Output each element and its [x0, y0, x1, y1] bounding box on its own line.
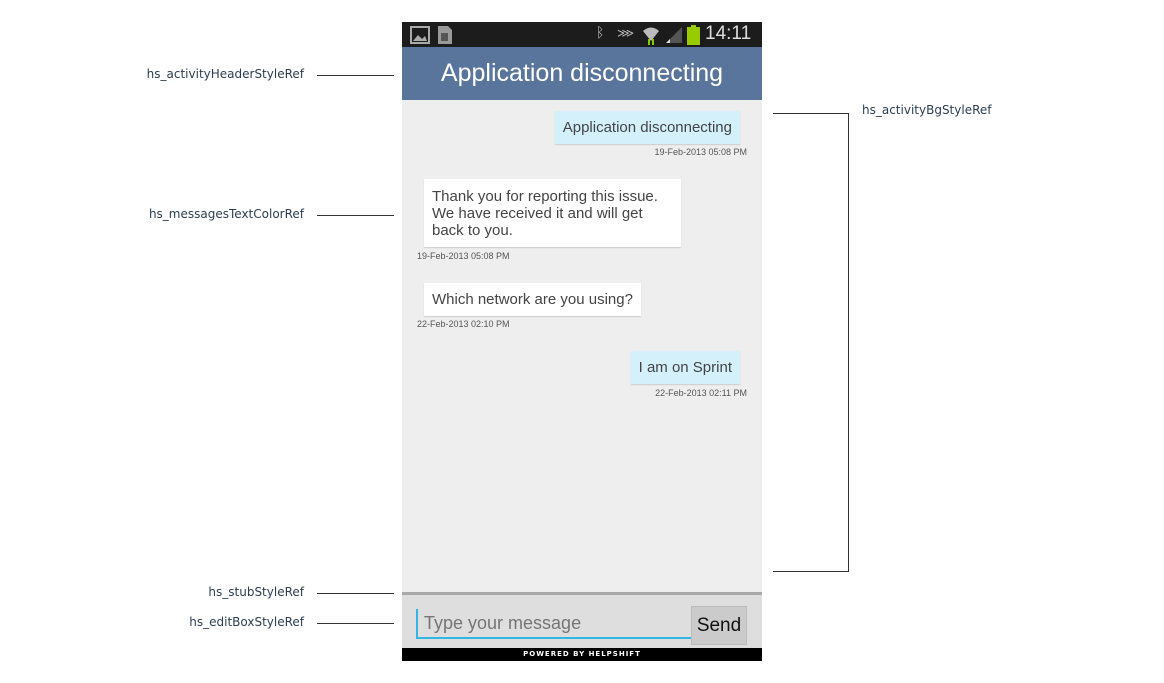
annotation-bracket-top	[773, 113, 849, 114]
annotation-background: hs_activityBgStyleRef	[862, 103, 992, 117]
message-bubble-incoming: Thank you for reporting this issue. We h…	[424, 179, 681, 247]
annotation-line	[317, 75, 394, 76]
bluetooth-icon: ᛒ	[596, 25, 605, 41]
sd-card-icon	[438, 26, 452, 44]
image-icon	[410, 26, 430, 44]
message-bubble-outgoing: Application disconnecting	[554, 111, 740, 144]
annotation-edit-box: hs_editBoxStyleRef	[189, 615, 304, 629]
annotation-stub: hs_stubStyleRef	[208, 585, 304, 599]
annotation-line	[317, 215, 394, 216]
status-bar: ᛒ ⋙ 14:11	[402, 22, 762, 47]
powered-by-footer[interactable]: POWERED BY HELPSHIFT	[402, 648, 762, 661]
stub-divider	[402, 592, 762, 595]
send-button[interactable]: Send	[691, 606, 747, 645]
composer: Send	[402, 595, 762, 648]
annotation-header: hs_activityHeaderStyleRef	[146, 67, 304, 81]
message-input[interactable]	[416, 609, 692, 639]
annotation-bracket	[848, 113, 849, 571]
wifi-icon	[643, 27, 659, 45]
battery-icon	[687, 25, 700, 45]
annotation-messages-text: hs_messagesTextColorRef	[148, 207, 304, 221]
signal-icon	[666, 27, 682, 43]
phone-screen: ᛒ ⋙ 14:11 Application disconnecting Appl…	[402, 22, 762, 661]
clock: 14:11	[705, 23, 752, 44]
message-timestamp: 19-Feb-2013 05:08 PM	[417, 251, 510, 261]
annotation-line	[317, 623, 394, 624]
message-timestamp: 19-Feb-2013 05:08 PM	[654, 147, 747, 157]
annotation-line	[317, 593, 394, 594]
message-timestamp: 22-Feb-2013 02:10 PM	[417, 319, 510, 329]
message-bubble-incoming: Which network are you using?	[424, 283, 641, 316]
message-bubble-outgoing: I am on Sprint	[630, 351, 740, 384]
page-title: Application disconnecting	[402, 47, 762, 100]
message-timestamp: 22-Feb-2013 02:11 PM	[655, 388, 747, 398]
vibrate-icon: ⋙	[617, 26, 635, 40]
annotation-bracket-bottom	[773, 571, 849, 572]
